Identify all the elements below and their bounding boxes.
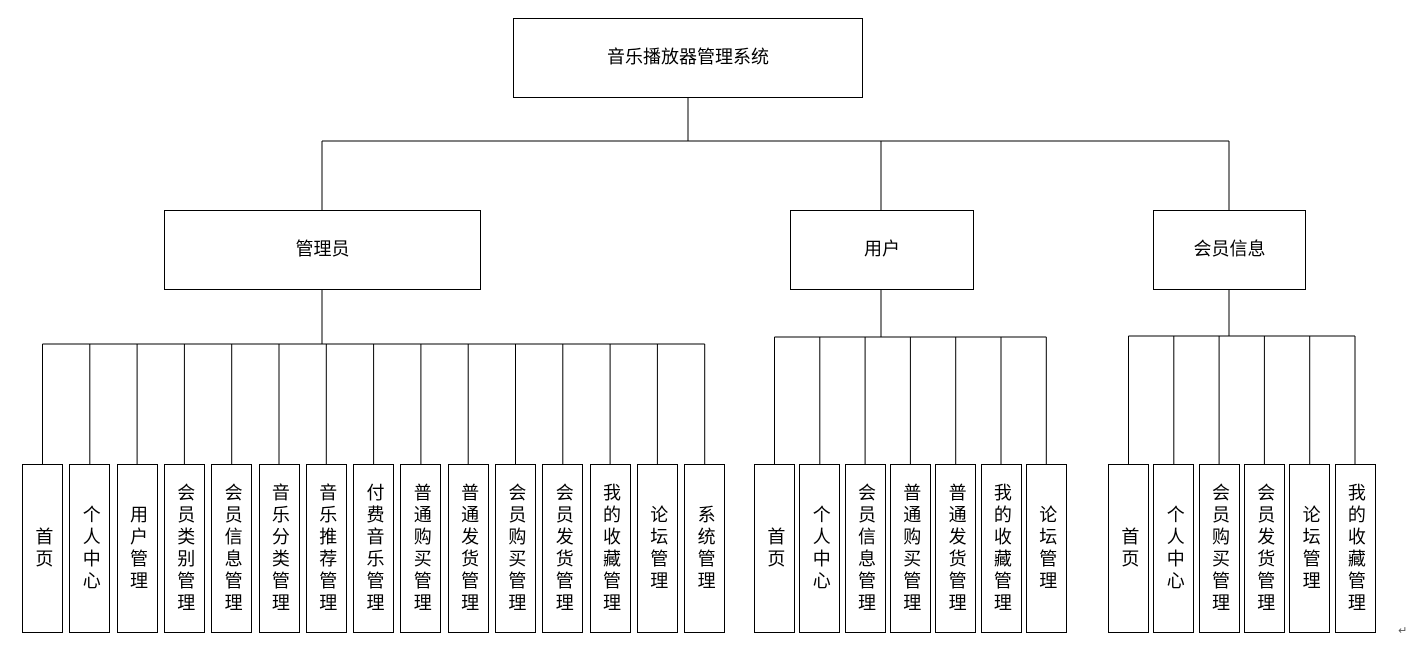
leaf-label: 个人中心 [809, 504, 831, 593]
leaf-node: 用户管理 [116, 464, 158, 633]
leaf-label: 会员发货管理 [1254, 482, 1276, 615]
leaf-label: 会员信息管理 [221, 482, 243, 615]
leaf-label: 会员购买管理 [505, 482, 527, 615]
leaf-label: 付费音乐管理 [363, 482, 385, 615]
leaf-node: 会员信息管理 [844, 464, 886, 633]
leaf-label: 我的收藏管理 [1344, 482, 1366, 615]
leaf-label: 会员发货管理 [552, 482, 574, 615]
leaf-node: 会员购买管理 [495, 464, 536, 633]
leaf-label: 音乐推荐管理 [316, 482, 338, 615]
leaf-label: 用户管理 [126, 504, 148, 593]
leaf-label: 个人中心 [1163, 504, 1185, 593]
leaf-node: 会员发货管理 [1243, 464, 1285, 633]
branch-node-user: 用户 [790, 210, 974, 290]
leaf-node: 首页 [1108, 464, 1149, 633]
leaf-node: 会员类别管理 [163, 464, 205, 633]
leaf-node: 会员信息管理 [211, 464, 253, 633]
root-label: 音乐播放器管理系统 [607, 47, 769, 68]
leaf-node: 会员购买管理 [1198, 464, 1240, 633]
leaf-node: 论坛管理 [1289, 464, 1331, 633]
leaf-node: 系统管理 [684, 464, 726, 633]
leaf-node: 首页 [754, 464, 795, 633]
leaf-label: 会员类别管理 [174, 482, 196, 615]
leaf-node: 个人中心 [799, 464, 841, 633]
branch-label-admin: 管理员 [295, 239, 350, 260]
leaf-node: 首页 [22, 464, 63, 633]
leaf-label: 个人中心 [79, 504, 101, 593]
leaf-label: 论坛管理 [1299, 504, 1321, 593]
leaf-node: 论坛管理 [1025, 464, 1067, 633]
leaf-label: 会员购买管理 [1208, 482, 1230, 615]
leaf-label: 论坛管理 [1036, 504, 1058, 593]
branch-label-user: 用户 [864, 239, 900, 260]
leaf-node: 普通购买管理 [889, 464, 931, 633]
leaf-label: 音乐分类管理 [268, 482, 290, 615]
leaf-label: 首页 [1118, 526, 1140, 571]
branch-node-member: 会员信息 [1153, 210, 1306, 290]
leaf-label: 首页 [764, 526, 786, 571]
leaf-node: 我的收藏管理 [589, 464, 631, 633]
leaf-label: 首页 [32, 526, 54, 571]
leaf-node: 普通发货管理 [935, 464, 977, 633]
leaf-label: 我的收藏管理 [599, 482, 621, 615]
leaf-label: 普通购买管理 [900, 482, 922, 615]
leaf-node: 音乐推荐管理 [305, 464, 347, 633]
leaf-node: 普通发货管理 [447, 464, 489, 633]
leaf-label: 系统管理 [694, 504, 716, 593]
leaf-label: 会员信息管理 [854, 482, 876, 615]
leaf-node: 我的收藏管理 [1334, 464, 1376, 633]
leaf-label: 论坛管理 [647, 504, 669, 593]
leaf-node: 个人中心 [1153, 464, 1195, 633]
leaf-node: 会员发货管理 [542, 464, 584, 633]
leaf-label: 我的收藏管理 [990, 482, 1012, 615]
leaf-label: 普通发货管理 [945, 482, 967, 615]
paragraph-mark: ↵ [1398, 624, 1408, 637]
branch-node-admin: 管理员 [164, 210, 481, 290]
leaf-label: 普通发货管理 [458, 482, 480, 615]
leaf-node: 论坛管理 [636, 464, 678, 633]
leaf-node: 我的收藏管理 [980, 464, 1022, 633]
leaf-node: 个人中心 [69, 464, 111, 633]
root-node: 音乐播放器管理系统 [513, 18, 863, 98]
branch-label-member: 会员信息 [1193, 239, 1266, 260]
leaf-node: 普通购买管理 [400, 464, 442, 633]
leaf-node: 音乐分类管理 [258, 464, 300, 633]
leaf-label: 普通购买管理 [410, 482, 432, 615]
leaf-node: 付费音乐管理 [353, 464, 395, 633]
